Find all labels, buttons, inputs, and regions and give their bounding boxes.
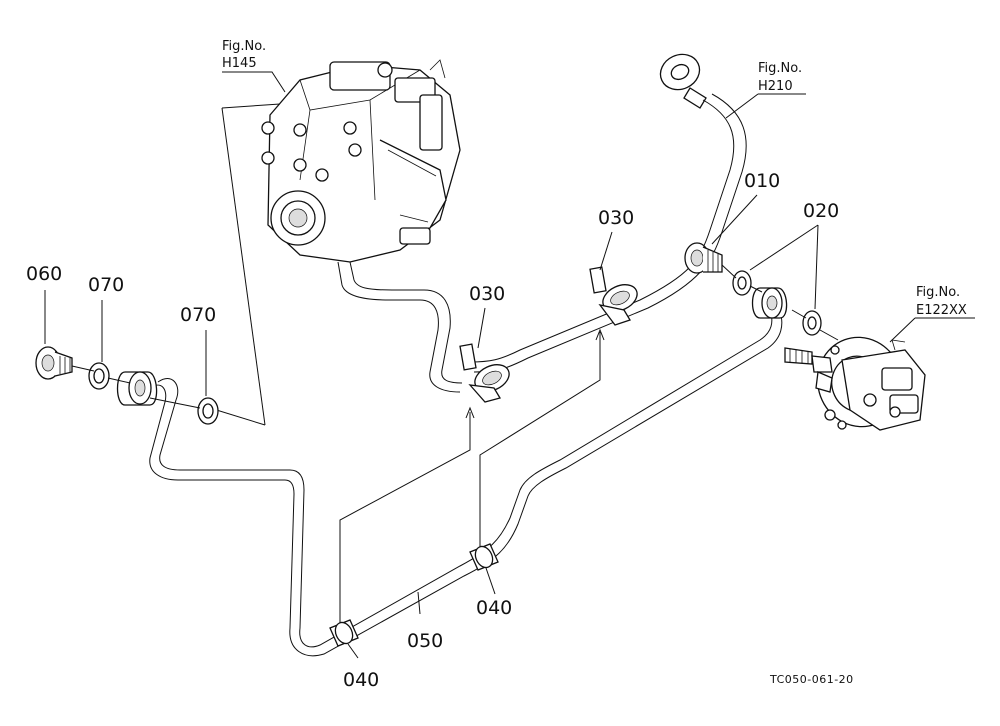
callout-060[interactable]: 060	[26, 263, 62, 285]
washer-070-left	[88, 362, 110, 390]
fig-ref-h145-code[interactable]: H145	[222, 56, 257, 71]
clamp-030-left	[459, 343, 510, 403]
callout-070-left[interactable]: 070	[88, 274, 124, 296]
assembly-leader-lines	[209, 103, 281, 426]
right-fitting-axis	[721, 264, 839, 341]
lower-pipe-050	[149, 309, 783, 657]
fig-ref-h210-code[interactable]: H210	[758, 79, 793, 94]
banjo-bolt-010	[684, 242, 723, 274]
callout-030-right[interactable]: 030	[598, 207, 634, 229]
banjo-eye-right	[751, 287, 788, 319]
banjo-bolt-060	[35, 346, 73, 380]
callout-070-right[interactable]: 070	[180, 304, 216, 326]
fig-ref-e122xx-caption: Fig.No.	[916, 285, 960, 300]
fig-ref-e122xx-code[interactable]: E122XX	[916, 303, 967, 318]
callout-030-left[interactable]: 030	[469, 283, 505, 305]
pump-outlet-pipe	[337, 261, 463, 393]
clamp-leader-lines	[339, 328, 605, 630]
callout-050[interactable]: 050	[407, 630, 443, 652]
drawing-code: TC050-061-20	[769, 673, 854, 686]
callout-040-bottom[interactable]: 040	[343, 669, 379, 691]
washer-020-left	[732, 270, 752, 296]
callout-040-mid[interactable]: 040	[476, 597, 512, 619]
callout-leaders	[44, 71, 975, 659]
hydraulic-pump-drawing	[261, 59, 461, 263]
sleeve-040-mid	[469, 543, 499, 571]
left-fitting-axis	[71, 365, 201, 409]
fig-ref-h210-caption: Fig.No.	[758, 61, 802, 76]
injection-pump-drawing	[784, 336, 926, 431]
sleeve-040-bottom	[329, 619, 359, 647]
washer-020-right	[802, 310, 822, 336]
washer-070-right	[197, 397, 219, 425]
callout-010[interactable]: 010	[744, 170, 780, 192]
fig-ref-h145-caption: Fig.No.	[222, 39, 266, 54]
callout-020[interactable]: 020	[803, 200, 839, 222]
clamp-030-right	[589, 266, 638, 326]
banjo-eye-left	[116, 371, 158, 406]
